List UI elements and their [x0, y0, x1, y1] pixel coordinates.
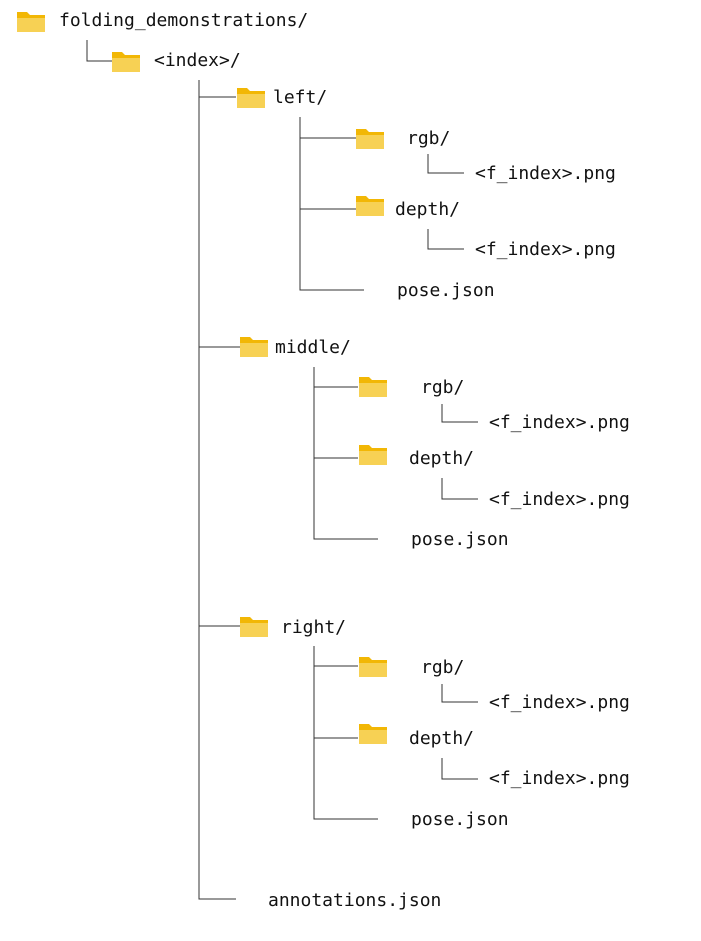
connector-right-trunk: [313, 646, 378, 820]
folder-icon: [359, 724, 387, 744]
connector-middle-trunk: [313, 367, 378, 540]
folder-icon: [237, 88, 265, 108]
connector-index-trunk: [198, 80, 236, 900]
middle-depth-folder-label[interactable]: depth/: [409, 448, 475, 469]
connector-middle-depth-file: [441, 478, 478, 500]
connector-left-depth-file: [427, 229, 464, 250]
middle-rgb-folder-label[interactable]: rgb/: [421, 377, 465, 398]
middle-pose-file-label[interactable]: pose.json: [411, 529, 509, 550]
left-rgb-file-label[interactable]: <f_index>.png: [475, 163, 616, 184]
right-pose-file-label[interactable]: pose.json: [411, 809, 509, 830]
right-depth-folder-label[interactable]: depth/: [409, 728, 475, 749]
folder-icon: [359, 445, 387, 465]
folder-icon: [356, 196, 384, 216]
left-folder-label[interactable]: left/: [273, 87, 328, 108]
right-rgb-file-label[interactable]: <f_index>.png: [489, 692, 630, 713]
middle-depth-file-label[interactable]: <f_index>.png: [489, 489, 630, 510]
left-rgb-folder-label[interactable]: rgb/: [407, 128, 451, 149]
connector-middle-rgb-file: [441, 404, 478, 423]
folder-icon: [356, 129, 384, 149]
folder-icon: [240, 617, 268, 637]
middle-rgb-file-label[interactable]: <f_index>.png: [489, 412, 630, 433]
left-pose-file-label[interactable]: pose.json: [397, 280, 495, 301]
connector-right-depth-file: [441, 758, 478, 780]
folder-icon: [17, 12, 45, 32]
connector-right-rgb-file: [441, 684, 478, 703]
middle-folder-label[interactable]: middle/: [275, 337, 351, 358]
right-folder-label[interactable]: right/: [281, 617, 347, 638]
left-depth-file-label[interactable]: <f_index>.png: [475, 239, 616, 260]
annotations-file-label[interactable]: annotations.json: [268, 890, 442, 911]
connector-left-rgb-file: [427, 154, 464, 174]
root-folder-label[interactable]: folding_demonstrations/: [59, 10, 309, 31]
index-folder-label[interactable]: <index>/: [154, 50, 241, 71]
folder-icon: [359, 377, 387, 397]
folder-icon: [240, 337, 268, 357]
connector-left-trunk: [299, 117, 364, 291]
right-rgb-folder-label[interactable]: rgb/: [421, 657, 465, 678]
connector-root-index: [86, 40, 112, 62]
folder-icon: [359, 657, 387, 677]
left-depth-folder-label[interactable]: depth/: [395, 199, 461, 220]
right-depth-file-label[interactable]: <f_index>.png: [489, 768, 630, 789]
folder-icon: [112, 52, 140, 72]
